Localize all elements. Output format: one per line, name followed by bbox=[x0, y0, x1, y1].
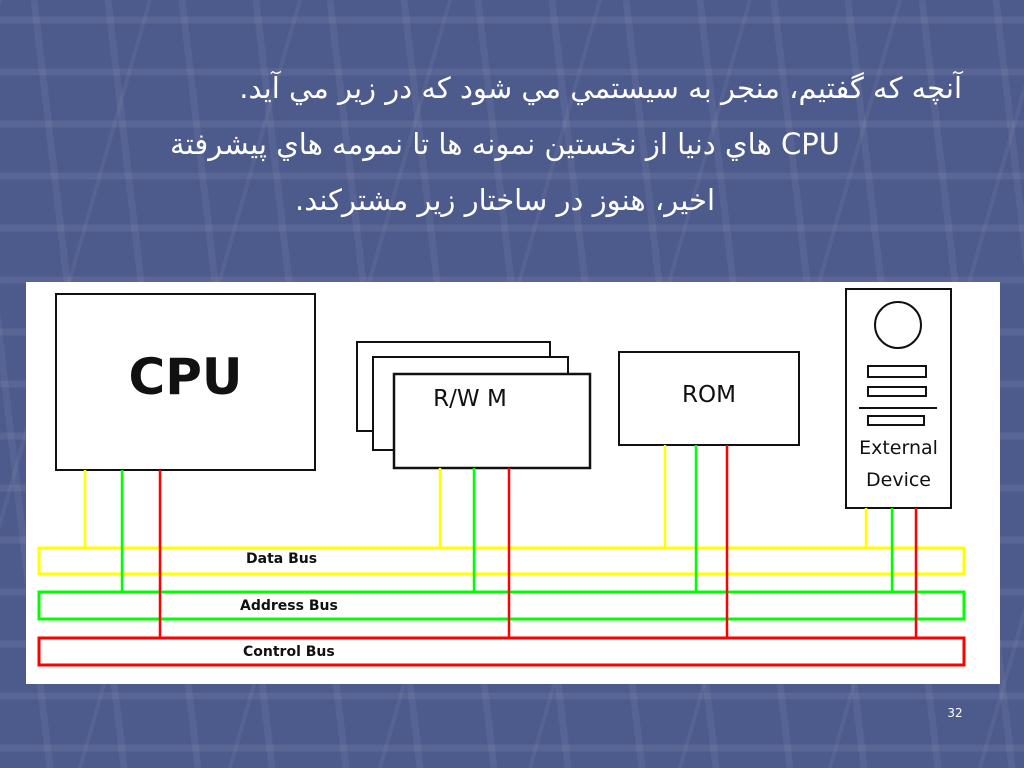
control-bus-label: Control Bus bbox=[243, 644, 335, 660]
rom-label: ROM bbox=[682, 382, 736, 408]
bus-diagram-canvas bbox=[37, 288, 966, 667]
data-bus-label: Data Bus bbox=[246, 551, 318, 567]
external-device-label-line-2: Device bbox=[866, 469, 931, 491]
title-line-2: CPU هاي دنيا از نخستين نمونه ها تا نمومه… bbox=[170, 127, 840, 161]
drive-slot-icon bbox=[867, 386, 927, 397]
cpu-label: CPU bbox=[128, 348, 243, 406]
bus-diagram: CPU R/W M ROM External Device Data Bus A… bbox=[26, 282, 1000, 684]
control-bus bbox=[37, 636, 966, 667]
background-grid-line bbox=[978, 607, 1024, 768]
rwm-box-front bbox=[392, 372, 592, 470]
cpu-box bbox=[55, 293, 316, 471]
address-bus bbox=[37, 590, 966, 621]
page-number: 32 bbox=[947, 706, 963, 720]
rom-box bbox=[618, 351, 800, 446]
rwm-label: R/W M bbox=[433, 386, 507, 412]
disk-icon bbox=[874, 301, 922, 349]
external-device-label-line-1: External bbox=[859, 437, 938, 459]
address-bus-label: Address Bus bbox=[240, 598, 338, 614]
background-grid-line bbox=[992, 0, 1024, 270]
title-line-3: اخير، هنوز در ساختار زير مشترکند. bbox=[294, 183, 716, 217]
drive-slot-icon bbox=[867, 415, 925, 426]
connection-lines bbox=[83, 445, 918, 638]
slide-title: آنچه که گفتیم، منجر به سیستمي مي شود که … bbox=[40, 60, 970, 228]
drive-slot-icon bbox=[867, 365, 927, 378]
data-bus bbox=[37, 546, 966, 576]
title-line-1: آنچه که گفتیم، منجر به سیستمي مي شود که … bbox=[239, 71, 962, 105]
